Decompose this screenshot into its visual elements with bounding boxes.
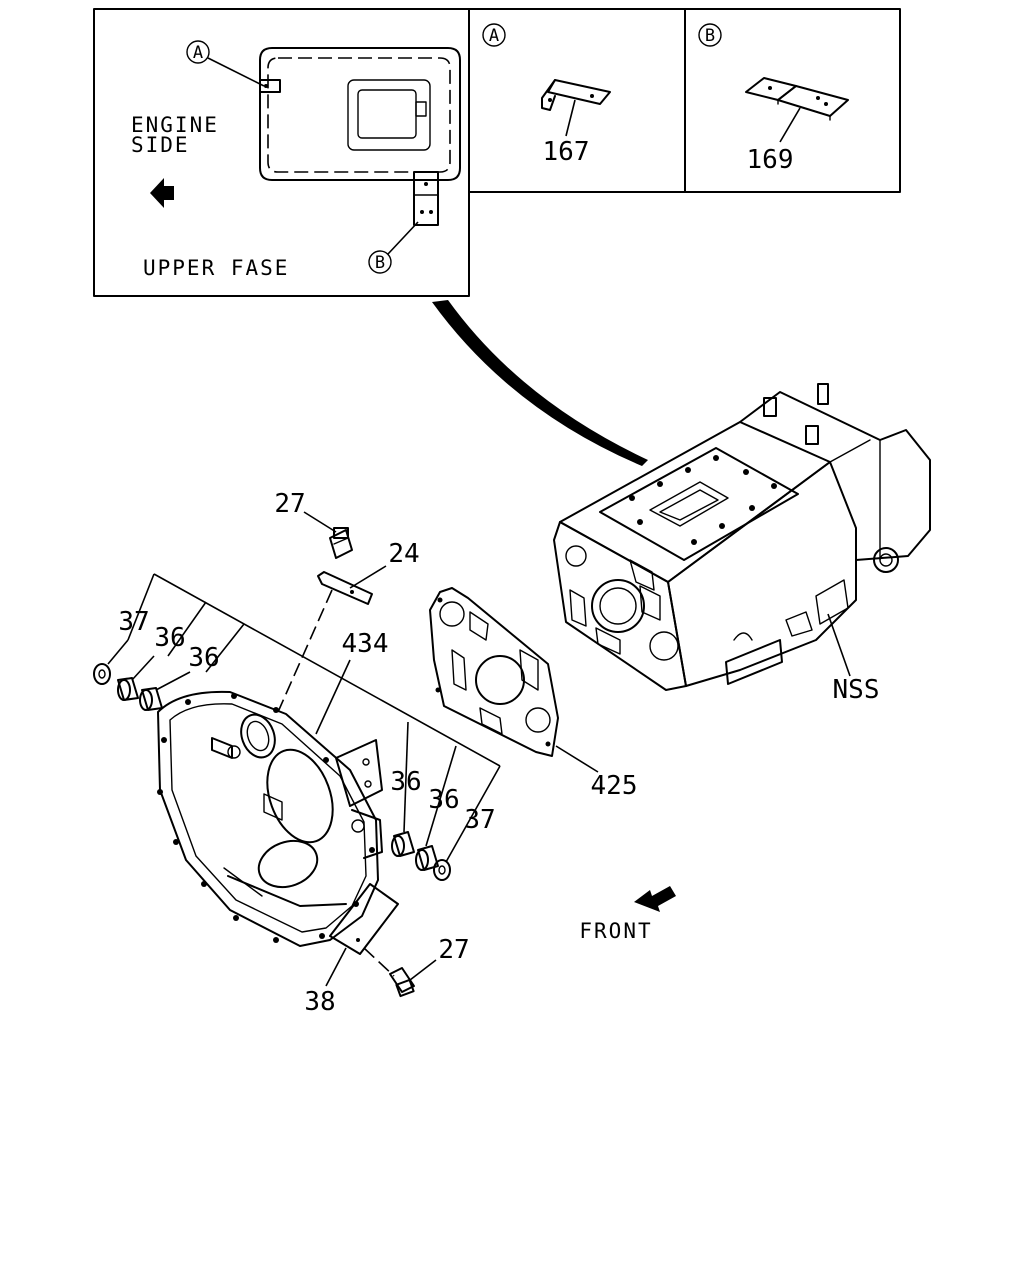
callout-b-circle (368, 250, 392, 274)
detail-connector (432, 300, 648, 466)
bracket-24 (317, 571, 373, 605)
engine-side-label-line1: ENGINE (131, 113, 219, 137)
part-label-washer-left: 37 (118, 607, 149, 637)
part-label-bushing-left-2: 36 (188, 643, 219, 673)
inset-upper-face: A B ENGINE SIDE UPPER FASE (93, 8, 470, 297)
part-label-washer-right: 37 (464, 805, 495, 835)
callout-a-letter: A (193, 43, 203, 63)
detail-a-circle (482, 23, 506, 47)
transmission-case (553, 383, 931, 691)
bushing-36-right-1 (391, 831, 415, 857)
detail-b-circle (698, 23, 722, 47)
flywheel-housing-434 (157, 690, 383, 947)
callout-b-letter: B (375, 253, 385, 273)
callout-a-circle (186, 40, 210, 64)
detail-a-part-number: 167 (543, 137, 590, 167)
front-arrow-icon (634, 886, 676, 912)
detail-a-letter: A (489, 26, 499, 46)
washer-37-right (433, 859, 451, 881)
detail-a-panel: A 167 (468, 8, 686, 193)
detail-b-part-number: 169 (747, 145, 794, 175)
bushing-36-left-2 (139, 687, 163, 711)
part-label-gasket: 425 (591, 771, 638, 801)
engine-side-label-line2: SIDE (131, 133, 190, 157)
part-label-transmission: NSS (833, 675, 880, 705)
bushing-36-left-1 (117, 677, 139, 701)
left-arrow-icon (150, 178, 174, 208)
part-label-bracket: 24 (388, 539, 419, 569)
washer-37-left (93, 663, 111, 685)
part-label-bushing-right-2: 36 (428, 785, 459, 815)
cover-38 (329, 883, 399, 955)
detail-b-letter: B (705, 26, 715, 46)
bushing-36-right-2 (415, 845, 439, 871)
bolt-27-bottom (389, 967, 415, 998)
detail-b-panel: B 169 (684, 8, 901, 193)
gasket-425 (429, 587, 559, 757)
part-label-bushing-left-1: 36 (154, 623, 185, 653)
upper-face-label: UPPER FASE (143, 256, 289, 280)
front-label: FRONT (579, 919, 652, 943)
part-label-bolt-top: 27 (274, 489, 305, 519)
part-label-bushing-right-1: 36 (390, 767, 421, 797)
part-label-bolt-bottom: 27 (438, 935, 469, 965)
bolt-27-top (329, 527, 353, 559)
part-label-flywheel-housing: 434 (342, 629, 389, 659)
part-label-cover: 38 (304, 987, 335, 1017)
